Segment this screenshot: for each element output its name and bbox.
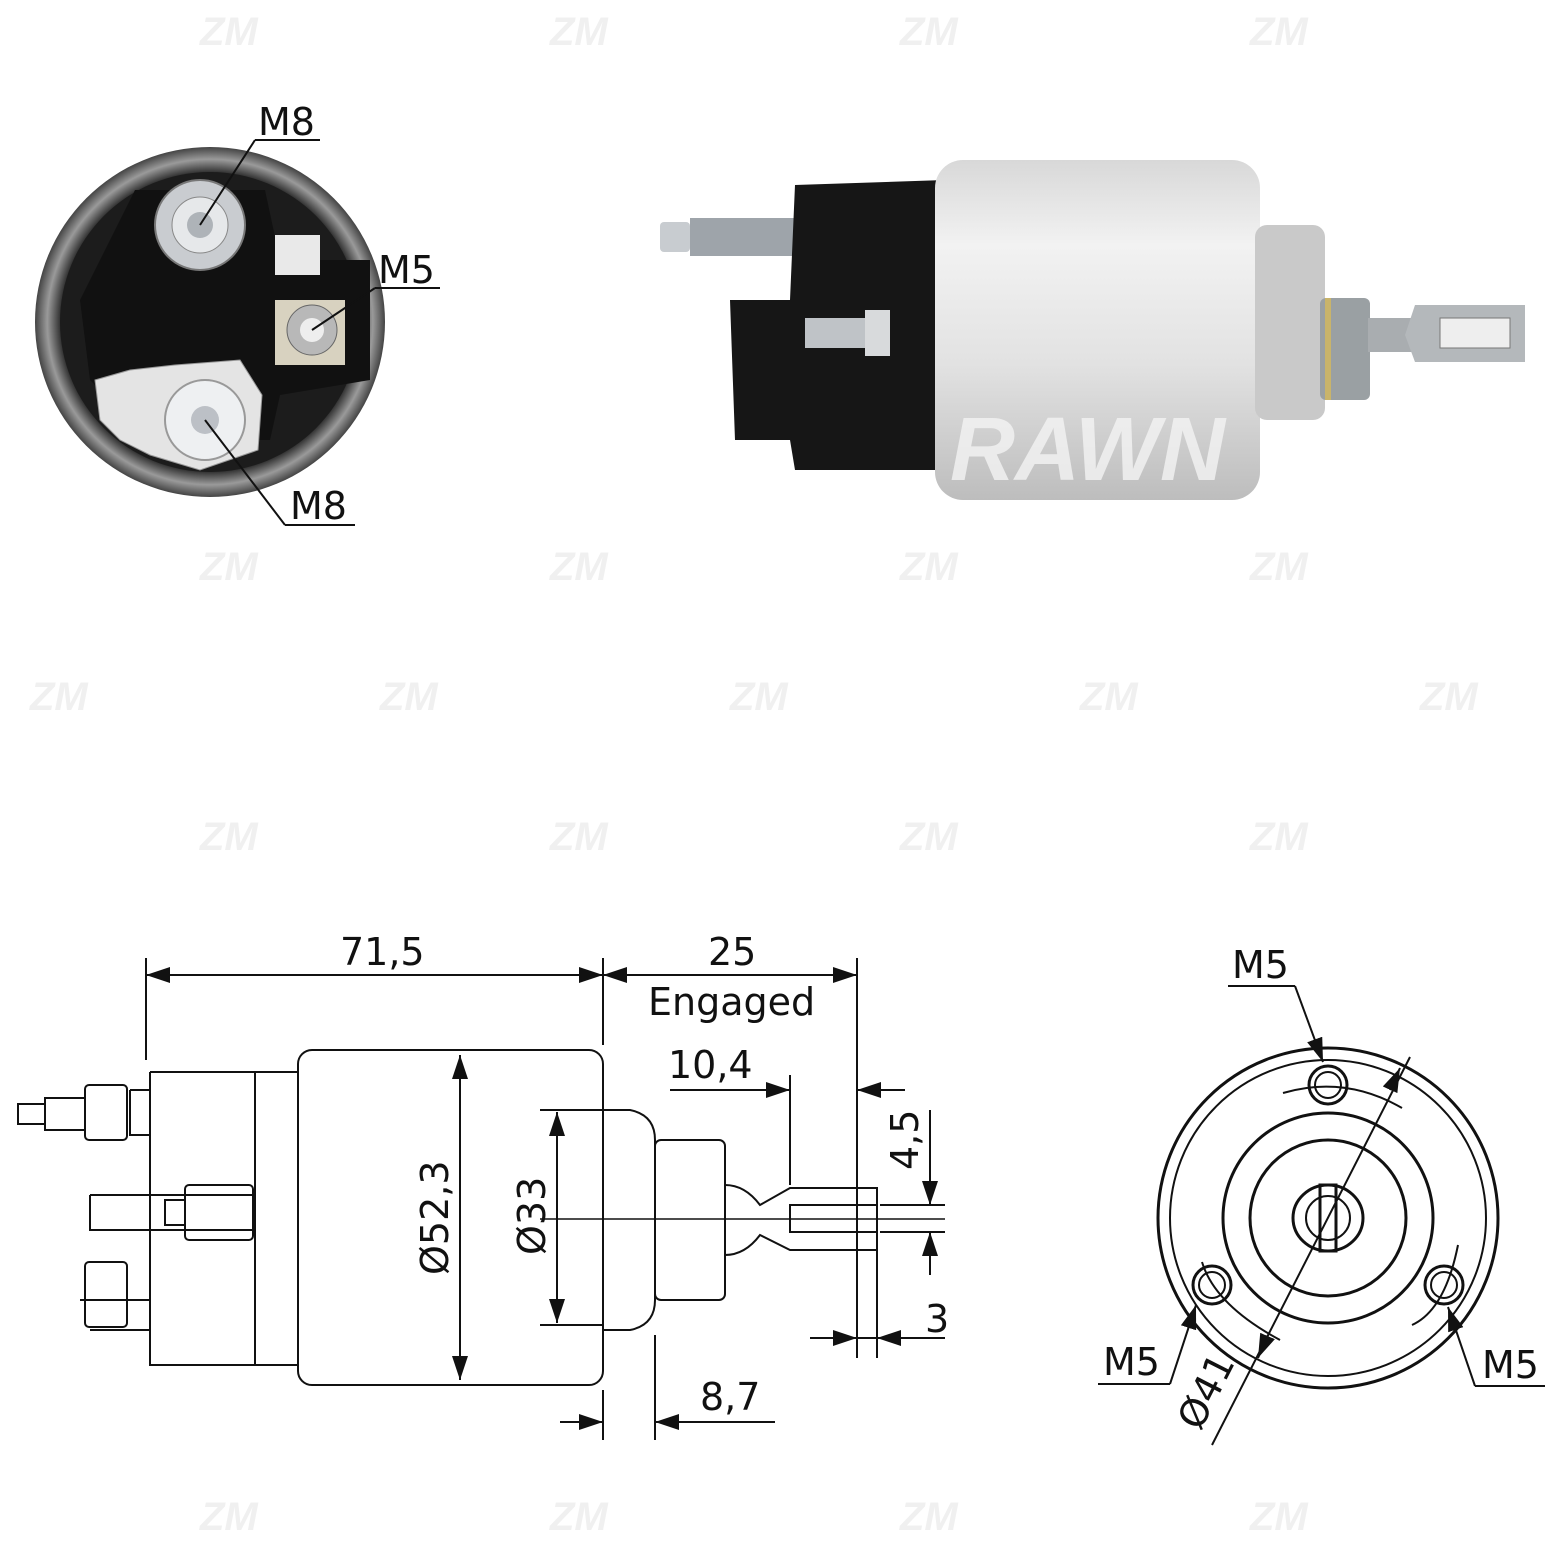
dim-nose-diameter: Ø33 [510,1177,554,1255]
bolt-hole-top [1307,1064,1349,1106]
svg-text:ZM: ZM [1419,675,1479,719]
outer-circle [1156,1046,1500,1390]
dim-overall-length: 71,5 [340,930,425,974]
svg-text:ZM: ZM [549,815,609,859]
label-hole-top: M5 [1232,943,1289,987]
photo-side-view: RAWN [660,160,1525,500]
plunger-slot [1318,1183,1338,1253]
svg-text:ZM: ZM [899,815,959,859]
terminal-m5 [275,300,345,365]
svg-text:ZM: ZM [199,545,259,589]
bolt-hole-right [1423,1264,1465,1306]
svg-text:ZM: ZM [199,815,259,859]
drawing-end-view: M5 M5 M5 Ø41 [1098,943,1545,1446]
dim-tab-thickness: 3 [925,1297,949,1341]
svg-text:ZM: ZM [899,10,959,54]
dim-engaged-label: Engaged [648,980,815,1024]
svg-text:ZM: ZM [29,675,89,719]
solenoid-housing [935,160,1260,500]
dim-engaged-travel: 25 [708,930,756,974]
nose [1255,225,1325,420]
dim-tab-offset: 10,4 [668,1043,753,1087]
svg-text:ZM: ZM [899,1495,959,1539]
svg-text:ZM: ZM [729,675,789,719]
bolt-hole-left [1191,1264,1233,1306]
watermark-pattern: ZM ZM ZM ZM ZM ZM ZM ZM ZM ZM ZM ZM ZM ZM ZM ZM ZM ZM… [29,10,1479,1539]
label-hole-left: M5 [1103,1340,1160,1384]
insulator [275,235,320,275]
dim-flange-length: 8,7 [700,1375,760,1419]
housing-outline [297,1049,604,1386]
cap-outline [149,1071,298,1366]
dim-slot-width: 4,5 [883,1110,927,1170]
plunger-flange [1320,298,1370,400]
label-m8-top: M8 [258,100,315,144]
svg-text:ZM: ZM [549,10,609,54]
stud-top-thread [690,218,800,256]
drawing-side-view: 71,5 25 Engaged 10,4 4,5 Ø52,3 Ø33 3 8,7 [17,930,949,1440]
svg-text:ZM: ZM [1249,1495,1309,1539]
svg-text:ZM: ZM [1249,10,1309,54]
svg-text:ZM: ZM [199,10,259,54]
svg-text:ZM: ZM [1079,675,1139,719]
svg-text:ZM: ZM [899,545,959,589]
photo-end-view: M8 M5 M8 [35,100,440,528]
stud-top-tip [660,222,690,252]
svg-text:ZM: ZM [379,675,439,719]
svg-text:ZM: ZM [1249,815,1309,859]
label-hole-right: M5 [1482,1343,1539,1387]
dim-body-diameter: Ø52,3 [413,1160,457,1275]
svg-text:ZM: ZM [549,1495,609,1539]
svg-text:ZM: ZM [1249,545,1309,589]
rawn-watermark-logo: RAWN [950,400,1227,500]
svg-text:ZM: ZM [199,1495,259,1539]
label-m5: M5 [378,248,435,292]
svg-text:ZM: ZM [549,545,609,589]
label-m8-bottom: M8 [290,484,347,528]
